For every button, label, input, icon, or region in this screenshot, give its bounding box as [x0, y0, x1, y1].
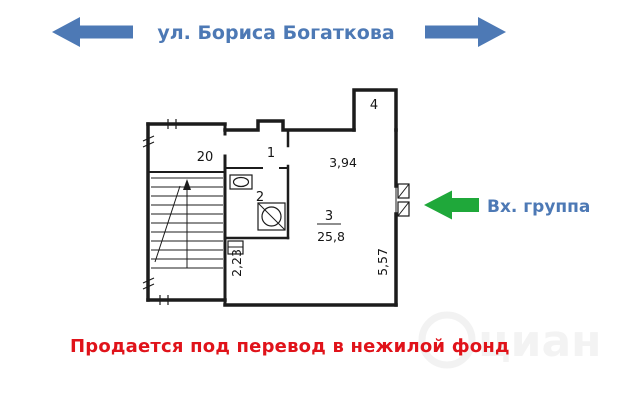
sale-note: Продается под перевод в нежилой фонд: [70, 336, 510, 357]
watermark-ring-icon: [418, 311, 476, 369]
entry-hatch: [397, 183, 410, 217]
street-arrow-left-icon: [52, 17, 133, 47]
dim-area-main: 25,8: [317, 229, 345, 244]
street-label: ул. Бориса Богаткова: [157, 22, 394, 44]
dim-depth-right: 5,57: [375, 248, 390, 276]
sink-icon: [229, 174, 253, 190]
room-label-stair-hall: 20: [197, 150, 214, 165]
room-label-bath: 2: [256, 190, 264, 205]
stairs-direction-arrow-icon: [183, 179, 191, 190]
outer-walls: [146, 88, 398, 307]
stairs: [151, 177, 223, 269]
room-label-balcony: 4: [370, 98, 378, 113]
room-label-hall: 1: [267, 146, 275, 161]
floor-plan: 4 20 1 2 3 3,94 25,8 2,23 5,57: [142, 88, 410, 307]
room-label-main: 3: [325, 209, 333, 224]
dim-depth-left: 2,23: [229, 249, 244, 277]
street-callout: ул. Бориса Богаткова: [52, 17, 506, 47]
wall-break-ticks: [142, 119, 177, 305]
dim-width-top: 3,94: [329, 155, 357, 170]
entrance-label: Вх. группа: [487, 197, 590, 217]
entrance-callout: Вх. группа: [424, 190, 590, 220]
street-arrow-right-icon: [425, 17, 506, 47]
watermark: циан: [418, 311, 602, 369]
watermark-label: циан: [478, 316, 602, 367]
entrance-arrow-icon: [424, 190, 479, 220]
dimension-labels: 3,94 25,8 2,23 5,57: [229, 155, 390, 277]
bathroom-fixtures: [227, 174, 286, 255]
stove-icon: [257, 202, 286, 231]
interior-walls: [147, 122, 397, 307]
room-labels: 4 20 1 2 3: [197, 98, 378, 225]
